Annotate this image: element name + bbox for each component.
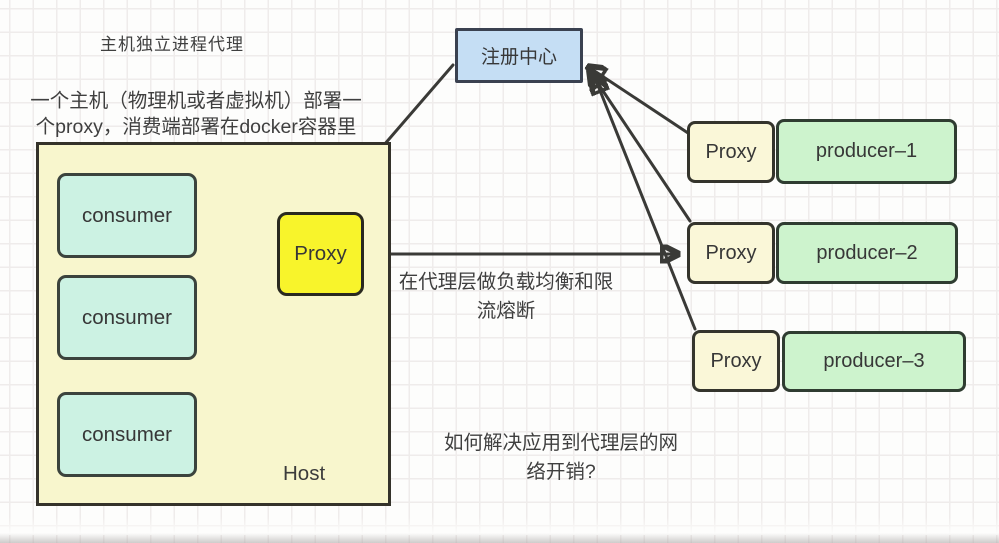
consumer-label: consumer bbox=[81, 422, 172, 446]
proxy-layer-note: 在代理层做负载均衡和限 流熔断 bbox=[398, 271, 614, 322]
producer3-proxy-node: Proxy bbox=[692, 330, 780, 392]
consumer-label: consumer bbox=[81, 305, 172, 329]
arrow-producer2-proxy-to-registry bbox=[591, 73, 692, 223]
bottom-fade bbox=[0, 517, 999, 535]
consumer-label: consumer bbox=[81, 203, 172, 227]
consumer-node-1: consumer bbox=[57, 173, 197, 258]
bottom-shadow bbox=[0, 533, 999, 543]
producer3-node: producer–3 bbox=[782, 331, 966, 392]
producer1-proxy-label: Proxy bbox=[705, 140, 757, 163]
producer1-label: producer–1 bbox=[815, 140, 918, 162]
producer1-node: producer–1 bbox=[776, 119, 957, 184]
arrow-producer1-proxy-to-registry bbox=[590, 68, 690, 135]
consumer-node-3: consumer bbox=[57, 392, 197, 477]
producer2-proxy-node: Proxy bbox=[687, 222, 775, 284]
host-proxy-label: Proxy bbox=[294, 242, 347, 265]
registry-node: 注册中心 bbox=[455, 28, 583, 83]
deployment-description: 一个主机（物理机或者虚拟机）部署一 个proxy，消费端部署在docker容器里 bbox=[30, 90, 362, 138]
diagram-title: 主机独立进程代理 bbox=[100, 35, 244, 54]
host-label: Host bbox=[283, 462, 326, 485]
consumer-node-2: consumer bbox=[57, 275, 197, 360]
producer3-proxy-label: Proxy bbox=[710, 349, 762, 372]
registry-label: 注册中心 bbox=[480, 47, 557, 68]
producer3-label: producer–3 bbox=[823, 350, 925, 372]
producer2-label: producer–2 bbox=[816, 241, 918, 264]
producer2-node: producer–2 bbox=[776, 222, 958, 284]
producer1-proxy-node: Proxy bbox=[687, 121, 775, 183]
producer2-proxy-label: Proxy bbox=[705, 241, 757, 264]
host-proxy-node: Proxy bbox=[277, 212, 364, 296]
question-note: 如何解决应用到代理层的网 络开销? bbox=[443, 432, 678, 483]
